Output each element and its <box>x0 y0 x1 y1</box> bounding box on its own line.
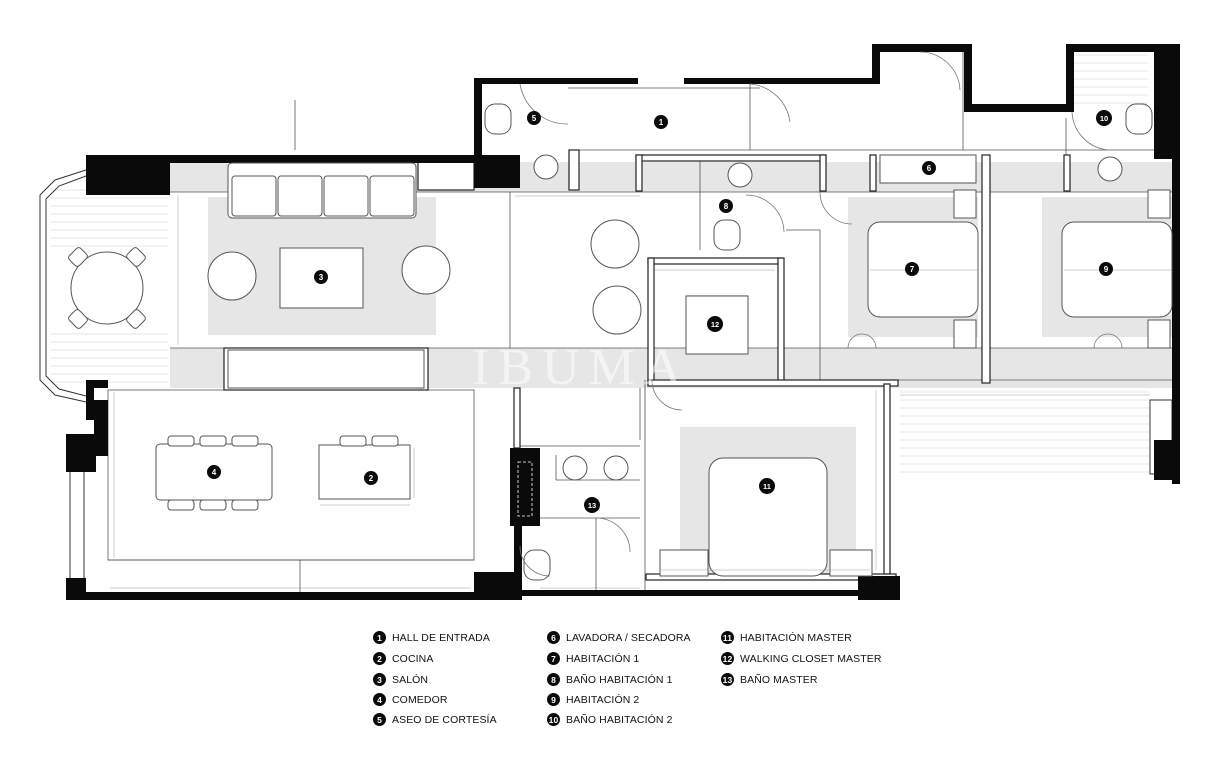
room-badge-10: 10 <box>1096 110 1112 126</box>
legend-badge: 10 <box>547 713 560 726</box>
legend-badge: 2 <box>373 652 386 665</box>
legend-label: COCINA <box>392 652 434 665</box>
legend-badge: 5 <box>373 713 386 726</box>
exterior-walls <box>66 44 1180 600</box>
legend-item-3: 3 SALÓN <box>373 673 428 686</box>
room-badge-5: 5 <box>527 111 541 125</box>
room-badges: 1 2 3 4 5 6 7 8 9 10 11 12 13 <box>207 110 1113 513</box>
room-badge-12: 12 <box>707 316 723 332</box>
legend-item-8: 8 BAÑO HABITACIÓN 1 <box>547 673 673 686</box>
legend-item-5: 5 ASEO DE CORTESÍA <box>373 713 497 726</box>
legend-badge: 8 <box>547 673 560 686</box>
legend-item-1: 1 HALL DE ENTRADA <box>373 631 490 644</box>
svg-text:2: 2 <box>369 474 374 483</box>
room-badge-13: 13 <box>584 497 600 513</box>
legend-item-12: 12 WALKING CLOSET MASTER <box>721 652 882 665</box>
bath-hatch <box>517 461 533 517</box>
legend-item-10: 10 BAÑO HABITACIÓN 2 <box>547 713 673 726</box>
legend-label: BAÑO MASTER <box>740 673 818 686</box>
legend-badge: 3 <box>373 673 386 686</box>
legend-label: SALÓN <box>392 673 429 686</box>
legend-item-6: 6 LAVADORA / SECADORA <box>547 631 691 644</box>
room-badge-1: 1 <box>654 115 668 129</box>
legend-label: LAVADORA / SECADORA <box>566 631 691 644</box>
svg-text:9: 9 <box>1104 265 1109 274</box>
room-badge-11: 11 <box>759 478 775 494</box>
legend-badge: 12 <box>721 652 734 665</box>
svg-text:4: 4 <box>212 468 217 477</box>
legend-item-4: 4 COMEDOR <box>373 693 448 706</box>
legend-item-2: 2 COCINA <box>373 652 433 665</box>
legend-label: HALL DE ENTRADA <box>392 631 490 644</box>
watermark: IBUMA <box>472 339 691 396</box>
legend-badge: 1 <box>373 631 386 644</box>
legend-badge: 4 <box>373 693 386 706</box>
svg-text:6: 6 <box>927 164 932 173</box>
svg-text:12: 12 <box>711 320 719 329</box>
legend-badge: 7 <box>547 652 560 665</box>
svg-text:11: 11 <box>763 482 771 491</box>
legend-item-11: 11 HABITACIÓN MASTER <box>721 631 852 644</box>
room-badge-6: 6 <box>922 161 936 175</box>
legend-item-13: 13 BAÑO MASTER <box>721 673 818 686</box>
legend-badge: 13 <box>721 673 734 686</box>
legend-label: BAÑO HABITACIÓN 2 <box>566 713 673 726</box>
legend-badge: 9 <box>547 693 560 706</box>
dimension-lines <box>110 195 1172 589</box>
svg-text:1: 1 <box>659 118 664 127</box>
room-badge-7: 7 <box>905 262 919 276</box>
room-badge-8: 8 <box>719 199 733 213</box>
svg-text:7: 7 <box>910 265 915 274</box>
room-badge-4: 4 <box>207 465 221 479</box>
svg-text:5: 5 <box>532 114 537 123</box>
terrace-hatching <box>50 54 1150 473</box>
svg-text:13: 13 <box>588 501 596 510</box>
svg-text:8: 8 <box>724 202 729 211</box>
balcony-chairs <box>68 247 146 329</box>
svg-text:3: 3 <box>319 273 324 282</box>
legend-label: BAÑO HABITACIÓN 1 <box>566 673 673 686</box>
svg-text:10: 10 <box>1100 114 1108 123</box>
room-badge-3: 3 <box>314 270 328 284</box>
legend-badge: 11 <box>721 631 734 644</box>
legend-item-7: 7 HABITACIÓN 1 <box>547 652 639 665</box>
legend-label: HABITACIÓN 1 <box>566 652 640 665</box>
legend-label: HABITACIÓN 2 <box>566 693 640 706</box>
room-badge-9: 9 <box>1099 262 1113 276</box>
legend-item-9: 9 HABITACIÓN 2 <box>547 693 639 706</box>
legend-badge: 6 <box>547 631 560 644</box>
legend-label: ASEO DE CORTESÍA <box>392 713 497 726</box>
legend-label: HABITACIÓN MASTER <box>740 631 852 644</box>
room-badge-2: 2 <box>364 471 378 485</box>
legend-label: WALKING CLOSET MASTER <box>740 652 882 665</box>
legend-label: COMEDOR <box>392 693 448 706</box>
